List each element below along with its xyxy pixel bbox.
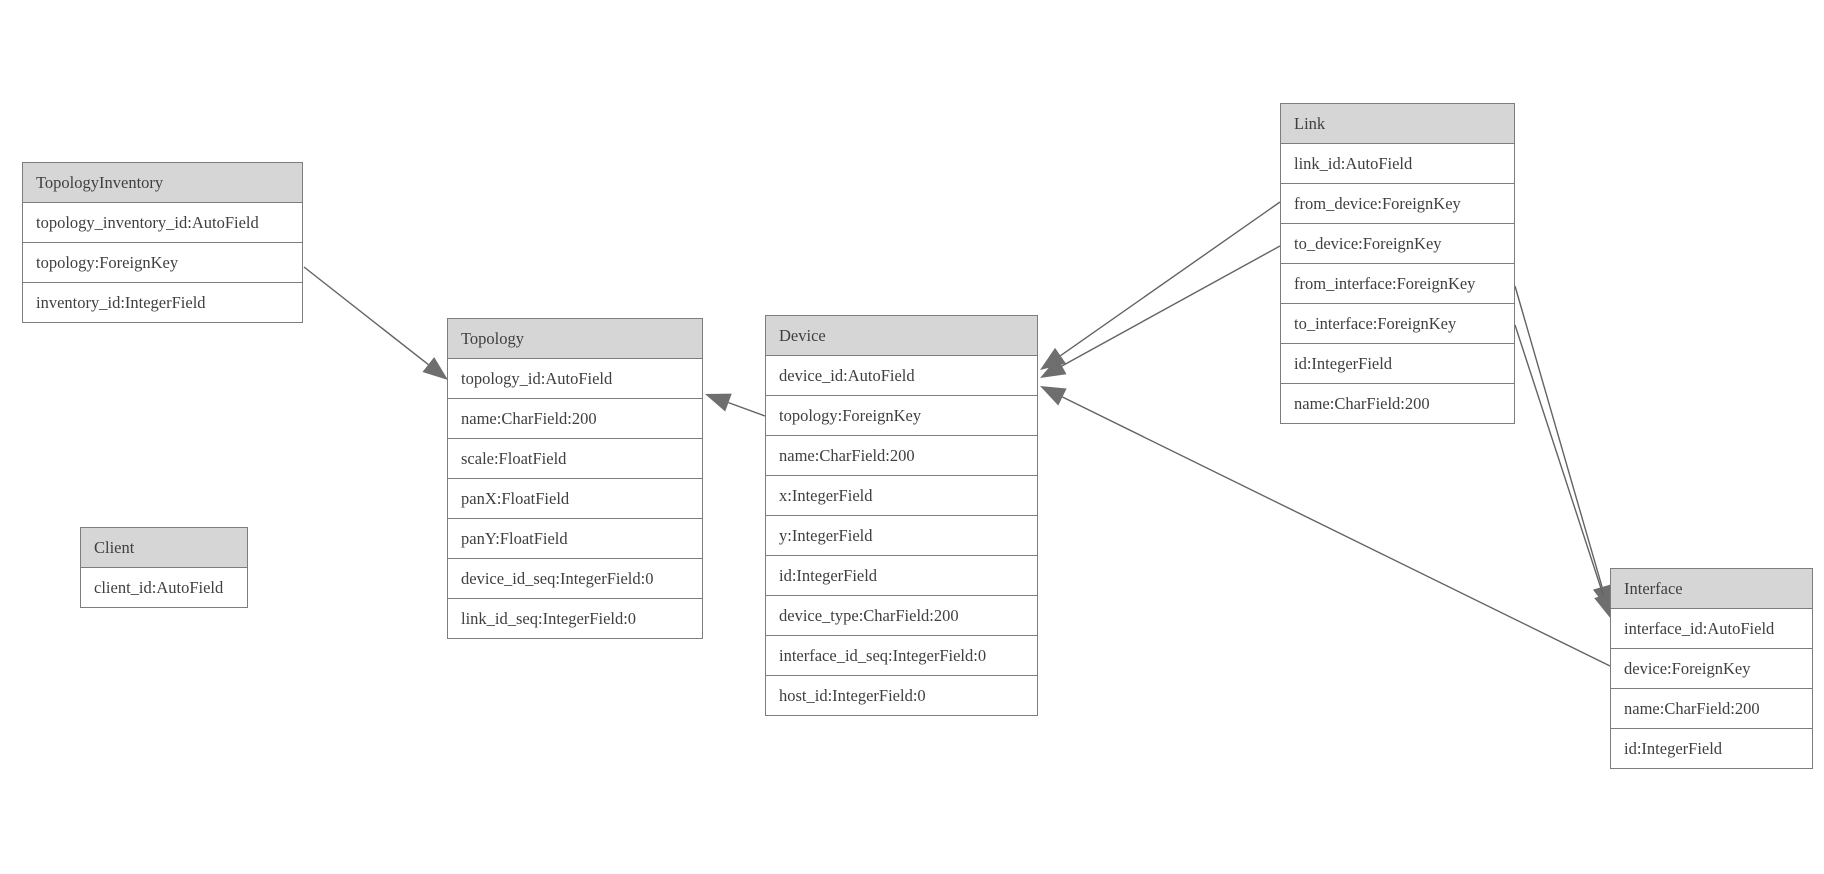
entity-field-row: to_interface:ForeignKey [1281,304,1514,344]
entity-field-row: panY:FloatField [448,519,702,559]
entity-field-row: host_id:IntegerField:0 [766,676,1037,715]
entity-field-row: name:CharField:200 [766,436,1037,476]
arrowhead-topologyinventory-topology [422,357,448,380]
entity-field-row: device_type:CharField:200 [766,596,1037,636]
arrowhead-link-todevice-device [1040,357,1067,378]
arrowhead-link-tointerface-interface [1594,592,1613,619]
entity-field-row: name:CharField:200 [448,399,702,439]
edge-link-frominterface-interface [1514,285,1612,611]
entity-field-row: topology:ForeignKey [766,396,1037,436]
entity-title-client: Client [81,528,247,568]
edge-interface-device [1040,386,1611,667]
entity-field-row: topology_inventory_id:AutoField [23,203,302,243]
entity-field-row: topology_id:AutoField [448,359,702,399]
entity-field-row: client_id:AutoField [81,568,247,607]
entity-field-row: to_device:ForeignKey [1281,224,1514,264]
entity-field-row: from_interface:ForeignKey [1281,264,1514,304]
entity-field-row: panX:FloatField [448,479,702,519]
entity-field-row: interface_id_seq:IntegerField:0 [766,636,1037,676]
entity-field-row: from_device:ForeignKey [1281,184,1514,224]
arrowhead-device-topology [705,393,732,412]
entity-title-device: Device [766,316,1037,356]
entity-field-row: y:IntegerField [766,516,1037,556]
edge-topologyinventory-topology [303,266,448,380]
edge-link-todevice-device [1040,245,1281,378]
entity-field-row: id:IntegerField [1611,729,1812,768]
entity-title-link: Link [1281,104,1514,144]
entity-field-row: interface_id:AutoField [1611,609,1812,649]
entity-field-row: link_id:AutoField [1281,144,1514,184]
arrowhead-interface-device [1040,386,1067,406]
entity-field-row: device_id:AutoField [766,356,1037,396]
entity-field-row: name:CharField:200 [1281,384,1514,423]
entity-title-interface: Interface [1611,569,1812,609]
entity-field-row: scale:FloatField [448,439,702,479]
entity-title-topology-inventory: TopologyInventory [23,163,302,203]
entity-field-row: id:IntegerField [1281,344,1514,384]
entity-field-row: name:CharField:200 [1611,689,1812,729]
entity-field-row: x:IntegerField [766,476,1037,516]
entity-title-topology: Topology [448,319,702,359]
edge-device-topology [705,393,766,417]
entity-field-row: inventory_id:IntegerField [23,283,302,322]
entity-field-row: id:IntegerField [766,556,1037,596]
entity-field-row: topology:ForeignKey [23,243,302,283]
entity-field-row: link_id_seq:IntegerField:0 [448,599,702,638]
entity-field-row: device:ForeignKey [1611,649,1812,689]
edge-link-tointerface-interface [1514,324,1613,619]
edge-link-fromdevice-device [1040,201,1281,370]
entity-field-row: device_id_seq:IntegerField:0 [448,559,702,599]
